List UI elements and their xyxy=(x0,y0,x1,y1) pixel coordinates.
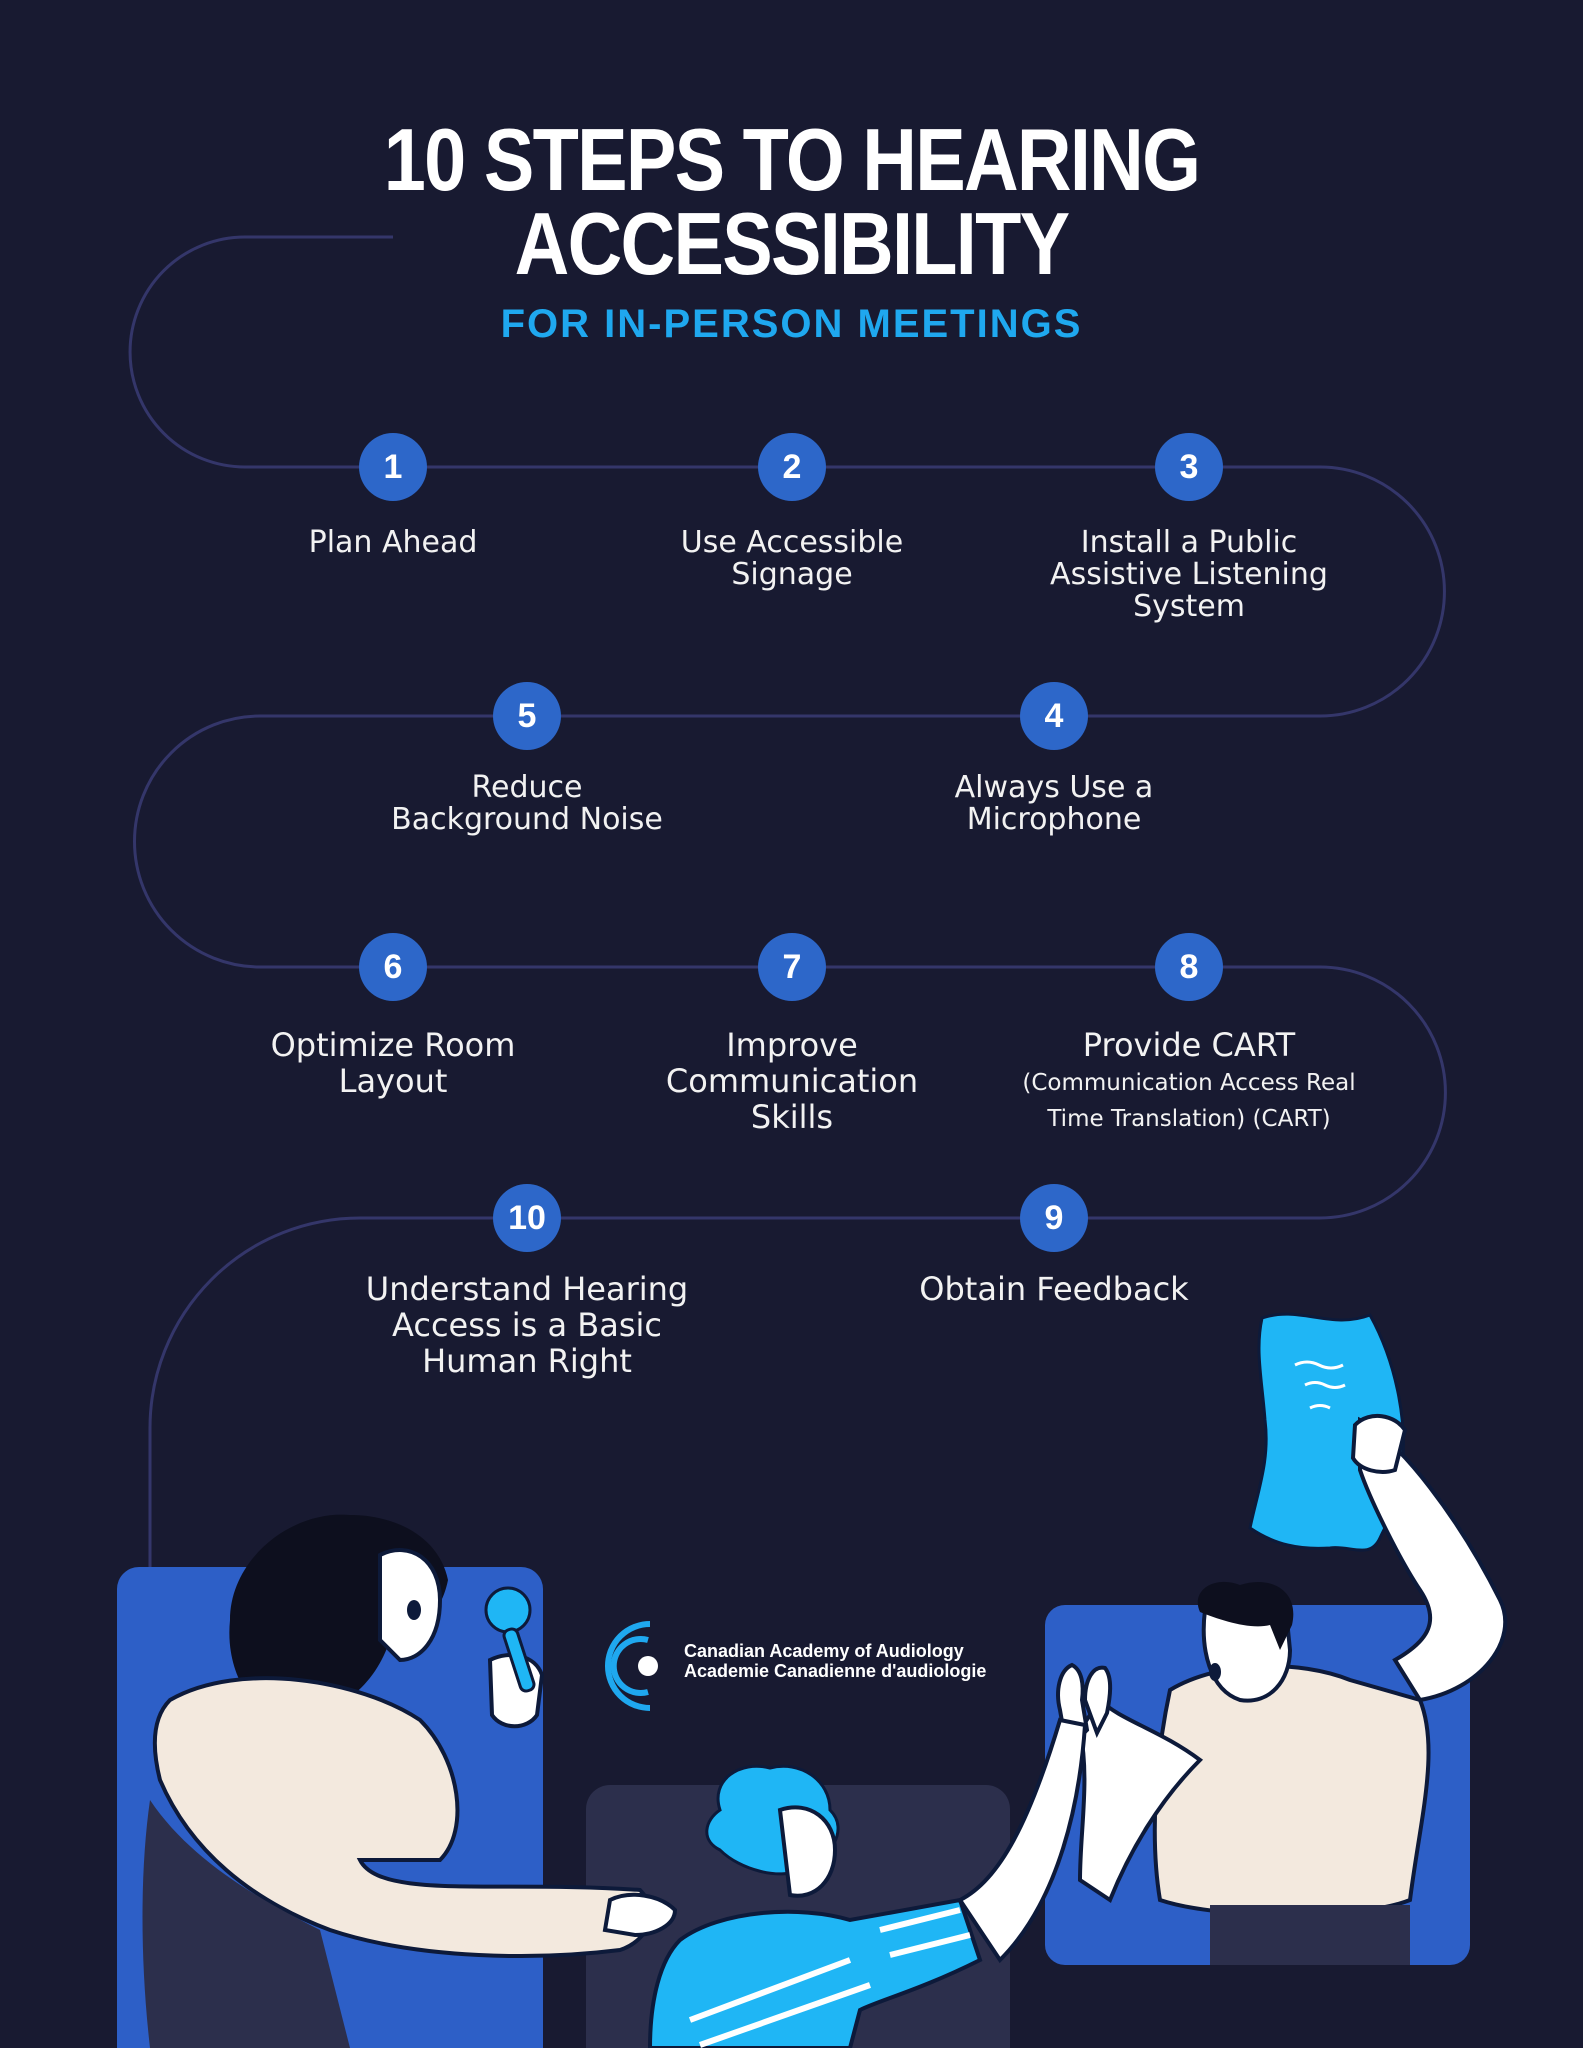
step-9-label: Obtain Feedback xyxy=(919,1270,1189,1308)
steps-path xyxy=(128,235,1447,1580)
meeting-illustration xyxy=(117,1312,1508,2048)
woman-hand xyxy=(602,1892,678,1938)
step-5-number: 5 xyxy=(493,682,561,750)
step-8-title: Provide CART xyxy=(1082,1026,1296,1064)
step-6-number: 6 xyxy=(359,933,427,1001)
man-shirt xyxy=(1152,1664,1431,1917)
step-6-label: Optimize Room Layout xyxy=(270,1026,516,1100)
man-hand xyxy=(1350,1413,1408,1474)
step-10-label: Understand Hearing Access is a Basic Hum… xyxy=(365,1270,689,1380)
paper xyxy=(1248,1312,1405,1552)
child-arm xyxy=(957,1717,1088,1964)
woman-pants xyxy=(142,1800,350,2048)
step-3-number: 3 xyxy=(1155,433,1223,501)
step-7-label: Improve Communication Skills xyxy=(665,1026,919,1136)
microphone-icon xyxy=(484,1586,532,1634)
step-9-number: 9 xyxy=(1020,1184,1088,1252)
step-1-label: Plan Ahead xyxy=(308,525,478,560)
step-4-label: Always Use a Microphone xyxy=(954,770,1154,837)
child-face xyxy=(777,1805,838,1898)
man-arm-forward xyxy=(1077,1696,1204,1904)
man-hair xyxy=(1197,1581,1294,1650)
step-3-label: Install a Public Assistive Listening Sys… xyxy=(1050,525,1328,624)
step-7-number: 7 xyxy=(758,933,826,1001)
step-8-sublabel: (Communication Access Real Time Translat… xyxy=(1022,1070,1356,1132)
logo-name-en: Canadian Academy of Audiology xyxy=(684,1641,964,1661)
page-title: 10 STEPS TO HEARING ACCESSIBILITY xyxy=(383,110,1201,293)
logo-text: Canadian Academy of Audiology Academie C… xyxy=(684,1641,986,1681)
step-1-number: 1 xyxy=(359,433,427,501)
step-4-number: 4 xyxy=(1020,682,1088,750)
man-arm-raised xyxy=(1358,1416,1508,1703)
step-10-number: 10 xyxy=(493,1184,561,1252)
step-8-label: Provide CART (Communication Access Real … xyxy=(999,1027,1379,1137)
step-2-label: Use Accessible Signage xyxy=(680,525,904,592)
step-5-label: Reduce Background Noise xyxy=(391,770,663,837)
page-subtitle: FOR IN-PERSON MEETINGS xyxy=(500,302,1083,346)
step-8-number: 8 xyxy=(1155,933,1223,1001)
logo-name-fr: Academie Canadienne d'audiologie xyxy=(684,1661,987,1681)
audiology-c-icon xyxy=(605,1621,658,1711)
step-2-number: 2 xyxy=(758,433,826,501)
